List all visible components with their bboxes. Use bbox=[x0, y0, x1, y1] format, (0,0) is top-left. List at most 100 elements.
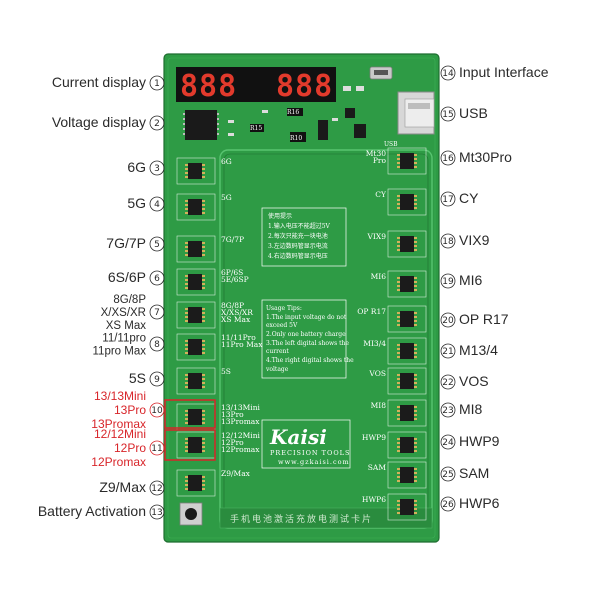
pin bbox=[202, 283, 205, 285]
callout-number-text-13: 13 bbox=[151, 508, 162, 518]
slot-label-7g-0: 7G/7P bbox=[221, 235, 244, 244]
connector-vix9 bbox=[400, 236, 414, 252]
pin bbox=[397, 418, 400, 420]
pin bbox=[414, 356, 417, 358]
voltage-display-module bbox=[273, 67, 336, 102]
pin bbox=[414, 154, 417, 156]
callout-number-text-6: 6 bbox=[154, 274, 160, 284]
pin bbox=[202, 480, 205, 482]
pin bbox=[414, 285, 417, 287]
pin bbox=[185, 422, 188, 424]
pin bbox=[185, 320, 188, 322]
pin bbox=[185, 340, 188, 342]
pin bbox=[414, 410, 417, 412]
connector-6p bbox=[188, 274, 202, 290]
pin bbox=[185, 208, 188, 210]
pin bbox=[397, 203, 400, 205]
callout-number-text-17: 17 bbox=[442, 195, 453, 205]
label-input-interface: Input Interface bbox=[459, 64, 549, 80]
label-sam: SAM bbox=[459, 465, 489, 481]
r-label-10: R10 bbox=[290, 135, 302, 142]
tip-en-5: current bbox=[266, 348, 289, 355]
pin bbox=[397, 316, 400, 318]
pin bbox=[185, 287, 188, 289]
tip-cn-3: 3.左边数码管显示电流 bbox=[268, 242, 328, 250]
pin bbox=[185, 352, 188, 354]
tip-cn-2: 2.每次只能充一块电池 bbox=[268, 232, 328, 240]
slot-label-mt30-0: Mt30 bbox=[366, 149, 386, 158]
pin bbox=[397, 352, 400, 354]
pin bbox=[414, 446, 417, 448]
callout-number-3 bbox=[149, 160, 165, 176]
slot-outline-hwp6 bbox=[387, 493, 427, 521]
callout-number-text-7: 7 bbox=[154, 308, 160, 318]
connector-6g bbox=[188, 163, 202, 179]
callout-number-1 bbox=[149, 75, 165, 91]
callout-number-text-15: 15 bbox=[442, 110, 453, 120]
pin bbox=[414, 203, 417, 205]
pin bbox=[397, 158, 400, 160]
label-12-series-line-1: 12Pro bbox=[114, 441, 146, 455]
pin bbox=[185, 176, 188, 178]
label-m13-4: M13/4 bbox=[459, 342, 498, 358]
pin bbox=[185, 418, 188, 420]
pin bbox=[185, 212, 188, 214]
slot-label-5g-0: 5G bbox=[221, 193, 232, 202]
callout-number-9 bbox=[149, 371, 165, 387]
pin bbox=[202, 410, 205, 412]
pin bbox=[185, 374, 188, 376]
pin bbox=[202, 250, 205, 252]
pin bbox=[414, 468, 417, 470]
callout-number-13 bbox=[149, 504, 165, 520]
pin bbox=[202, 476, 205, 478]
pin bbox=[414, 289, 417, 291]
pin bbox=[414, 406, 417, 408]
pin bbox=[397, 386, 400, 388]
callout-number-text-21: 21 bbox=[442, 347, 453, 357]
label-usb: USB bbox=[459, 105, 488, 121]
slot-label-6p-1: 5E/6SP bbox=[221, 275, 249, 284]
callout-number-21 bbox=[440, 343, 456, 359]
pin bbox=[414, 500, 417, 502]
mcu-chip bbox=[185, 110, 217, 140]
callout-number-25 bbox=[440, 466, 456, 482]
slot-label-5s-0: 5S bbox=[221, 367, 231, 376]
slot-outline-m134 bbox=[387, 337, 427, 365]
pin bbox=[414, 352, 417, 354]
pin bbox=[397, 249, 400, 251]
pin bbox=[202, 164, 205, 166]
pin bbox=[397, 472, 400, 474]
pin bbox=[414, 480, 417, 482]
callout-number-text-20: 20 bbox=[442, 316, 454, 326]
pin bbox=[414, 386, 417, 388]
label-11-11pro-line-0: 11/11pro bbox=[102, 333, 146, 345]
pin bbox=[202, 378, 205, 380]
pin bbox=[202, 246, 205, 248]
callout-number-26 bbox=[440, 496, 456, 512]
pin bbox=[202, 374, 205, 376]
callout-number-22 bbox=[440, 374, 456, 390]
callout-number-text-12: 12 bbox=[151, 484, 162, 494]
slot-label-8g-1: X/XS/XR bbox=[221, 308, 253, 317]
slot-outline-mt30 bbox=[387, 147, 427, 175]
pin bbox=[202, 450, 205, 452]
pin bbox=[202, 348, 205, 350]
pin bbox=[397, 195, 400, 197]
callout-number-text-23: 23 bbox=[442, 406, 453, 416]
pin bbox=[202, 312, 205, 314]
slot-outline-mi8 bbox=[387, 399, 427, 427]
connector-11 bbox=[188, 339, 202, 355]
r-label-15: R15 bbox=[250, 125, 262, 132]
pin bbox=[185, 348, 188, 350]
pin bbox=[414, 249, 417, 251]
pin bbox=[185, 164, 188, 166]
pin bbox=[202, 386, 205, 388]
pin bbox=[185, 344, 188, 346]
pin bbox=[202, 422, 205, 424]
pin bbox=[202, 446, 205, 448]
tip-en-4: 3.The left digital shows the bbox=[266, 340, 349, 347]
slot-label-13-0: 13/13Mini bbox=[221, 403, 261, 412]
pin bbox=[397, 245, 400, 247]
label-z9-max: Z9/Max bbox=[99, 479, 146, 495]
